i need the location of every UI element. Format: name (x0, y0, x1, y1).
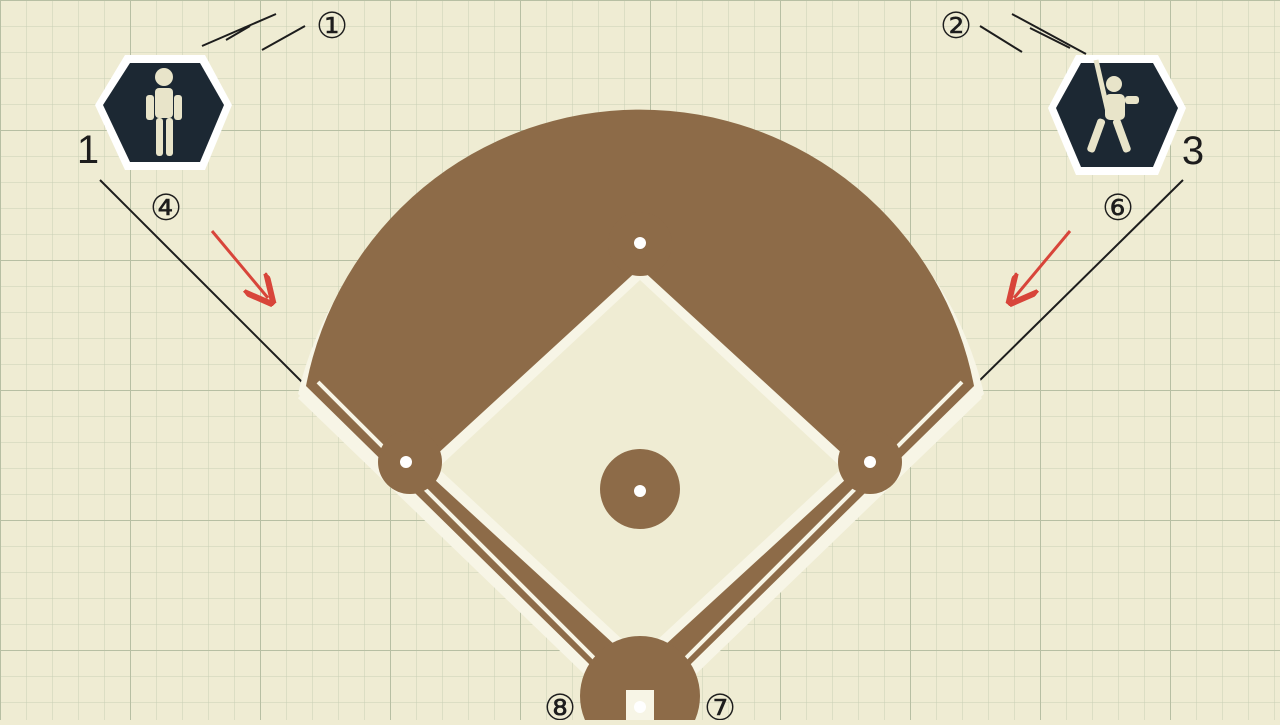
second-base (634, 237, 646, 249)
batter-swinging-icon (1087, 59, 1139, 153)
third-base (400, 456, 412, 468)
right-guide-line (974, 179, 1184, 386)
right-number-label: 3 (1182, 129, 1204, 173)
left-foul-line (297, 393, 639, 723)
left-arrow (210, 230, 268, 298)
right-arrow (1014, 230, 1072, 298)
left-baseline-chalk (316, 380, 628, 692)
left-number-label: 1 (77, 128, 99, 172)
top-left-pointer-line (201, 13, 277, 47)
baseball-diamond-icon (297, 109, 984, 725)
home-plate (634, 701, 646, 713)
home-plate-area (580, 636, 700, 725)
right-player-badge (1048, 55, 1186, 175)
left-circled-label: ④ (150, 188, 182, 229)
bottom-left-circled-label: ⑧ (544, 688, 576, 720)
top-left-circled-label: ① (316, 6, 348, 47)
top-right-pointer-line (1011, 13, 1087, 55)
right-baseline-chalk (652, 380, 964, 692)
right-circled-label: ⑥ (1102, 188, 1134, 229)
first-base (864, 456, 876, 468)
pitchers-rubber (634, 485, 646, 497)
left-guide-line (99, 179, 306, 386)
right-foul-line (641, 393, 983, 723)
bottom-right-circled-label: ⑦ (704, 688, 736, 720)
left-player-badge (95, 55, 232, 170)
standing-player-icon (146, 68, 182, 156)
top-right-pointer-line-2 (979, 25, 1023, 53)
top-right-circled-label: ② (940, 6, 972, 47)
top-left-pointer-line-2 (261, 25, 306, 51)
